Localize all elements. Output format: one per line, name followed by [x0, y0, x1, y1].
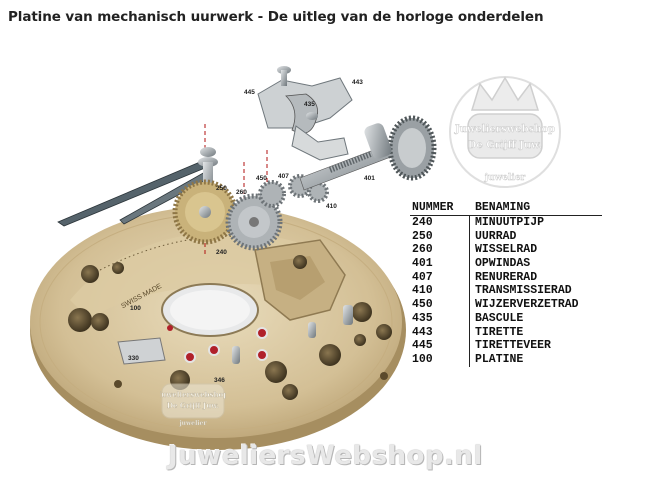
legend-row: 450 WIJZERVERZETRAD — [410, 298, 602, 312]
legend-part-number: 100 — [410, 352, 470, 367]
platine-plate: SWISS MADE — [30, 206, 406, 450]
watermark-logo-line1: Juwelierswebshop — [454, 124, 555, 135]
legend-row: 260 WISSELRAD — [410, 243, 602, 258]
callout-346: 346 — [214, 377, 225, 384]
legend-part-name: RENURERAD — [475, 270, 538, 284]
callout-240: 240 — [216, 249, 227, 256]
legend-part-number: 401 — [410, 257, 470, 271]
legend-header: NUMMER BENAMING — [410, 201, 602, 216]
legend-header-number: NUMMER — [412, 201, 454, 214]
legend-part-name: MINUUTPIJP — [475, 216, 545, 229]
watermark-logo: Juwelierswebshop De Grijff Juw. juwelier — [449, 76, 561, 188]
legend-part-number: 445 — [410, 339, 470, 353]
legend-row: 250 UURRAD — [410, 229, 602, 244]
legend-part-name: TRANSMISSIERAD — [475, 284, 572, 298]
legend-part-number: 435 — [410, 311, 470, 326]
legend-part-name: BASCULE — [475, 311, 524, 325]
legend-part-number: 250 — [410, 229, 470, 244]
callout-100: 100 — [130, 305, 141, 312]
legend-row: 445 TIRETTEVEER — [410, 339, 602, 353]
tirette-spring-levers — [257, 66, 353, 161]
legend-row: 435 BASCULE — [410, 311, 602, 326]
callout-330: 330 — [128, 355, 139, 362]
callout-401: 401 — [364, 175, 375, 182]
legend-part-name: TIRETTE — [475, 325, 524, 339]
legend-part-name: PLATINE — [475, 352, 524, 366]
legend-row: 401 OPWINDAS — [410, 257, 602, 271]
watermark-logo-line2: De Grijff Juw. — [468, 140, 543, 151]
legend-row: 407 RENURERAD — [410, 270, 602, 285]
callout-450: 450 — [256, 175, 267, 182]
callout-435: 435 — [304, 101, 315, 108]
legend-part-number: 240 — [410, 216, 470, 230]
winding-stem-crown — [299, 115, 437, 191]
callout-445: 445 — [244, 89, 255, 96]
page-title: Platine van mechanisch uurwerk - De uitl… — [8, 9, 544, 25]
legend-header-name: BENAMING — [475, 201, 531, 214]
callout-407: 407 — [278, 173, 289, 180]
watermark-logo-line3: juwelier — [484, 173, 526, 183]
legend-part-number: 407 — [410, 270, 470, 285]
legend-row: 240 MINUUTPIJP — [410, 216, 602, 230]
legend-part-name: TIRETTEVEER — [475, 339, 551, 353]
legend-part-name: OPWINDAS — [475, 257, 531, 271]
minute-wheel-gear — [225, 193, 283, 251]
watermark-small-line3: juwelier — [178, 420, 207, 427]
legend-row: 410 TRANSMISSIERAD — [410, 284, 602, 299]
legend-row: 100 PLATINE — [410, 352, 602, 367]
legend-part-number: 410 — [410, 284, 470, 299]
legend-part-name: UURRAD — [475, 229, 517, 243]
legend-part-number: 260 — [410, 243, 470, 258]
legend-row: 443 TIRETTE — [410, 325, 602, 340]
legend-part-name: WIJZERVERZETRAD — [475, 298, 579, 312]
watermark-small-line1: Juwelierswebshop — [160, 390, 226, 399]
callout-443: 443 — [352, 79, 363, 86]
watermark-site-text: JuweliersWebshop.nl — [168, 441, 483, 471]
watermark-logo-small: Juwelierswebshop De Grijff Juw. juwelier — [160, 383, 226, 427]
legend-part-number: 450 — [410, 298, 470, 312]
watermark-small-line2: De Grijff Juw. — [167, 401, 219, 410]
callout-260: 260 — [236, 189, 247, 196]
legend-part-name: WISSELRAD — [475, 243, 538, 257]
callout-410: 410 — [326, 203, 337, 210]
legend-part-number: 443 — [410, 325, 470, 340]
callout-250: 250 — [216, 185, 227, 192]
